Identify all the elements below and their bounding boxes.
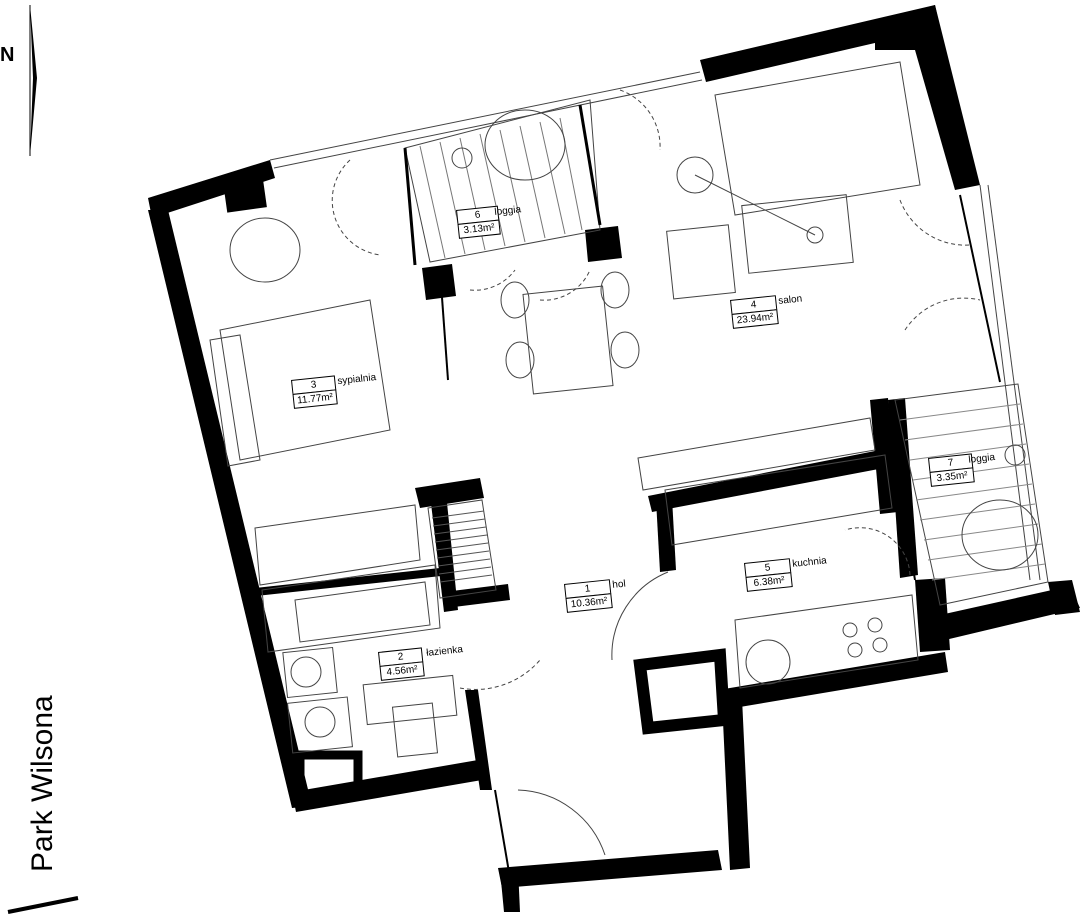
room-area: 11.77m² <box>292 389 338 409</box>
room-label-6: 6 3.13m² loggia <box>456 204 522 240</box>
interior-lines <box>209 61 1049 856</box>
window-frames <box>403 104 1001 879</box>
room-label-3: 3 11.77m² sypialnia <box>291 372 377 409</box>
north-arrow-icon <box>29 5 37 156</box>
street-label: Park Wilsona <box>26 695 59 872</box>
room-name: hol <box>611 578 627 591</box>
room-name: loggia <box>493 204 522 218</box>
room-area: 3.13m² <box>457 219 501 239</box>
street-marker <box>7 896 79 914</box>
room-label-5: 5 6.38m² kuchnia <box>744 555 827 593</box>
room-name: salon <box>777 293 803 307</box>
room-name: loggia <box>967 452 996 466</box>
room-label-4: 4 23.94m² salon <box>730 293 803 330</box>
room-area: 3.35m² <box>929 467 975 487</box>
exterior-walls <box>148 5 1080 912</box>
room-label-1: 1 10.36m² hol <box>564 579 626 614</box>
north-label: N <box>0 44 15 66</box>
room-label-2: 2 4.56m² łazienka <box>378 644 463 681</box>
room-label-7: 7 3.35m² loggia <box>928 452 996 487</box>
room-area: 4.56m² <box>379 661 425 681</box>
